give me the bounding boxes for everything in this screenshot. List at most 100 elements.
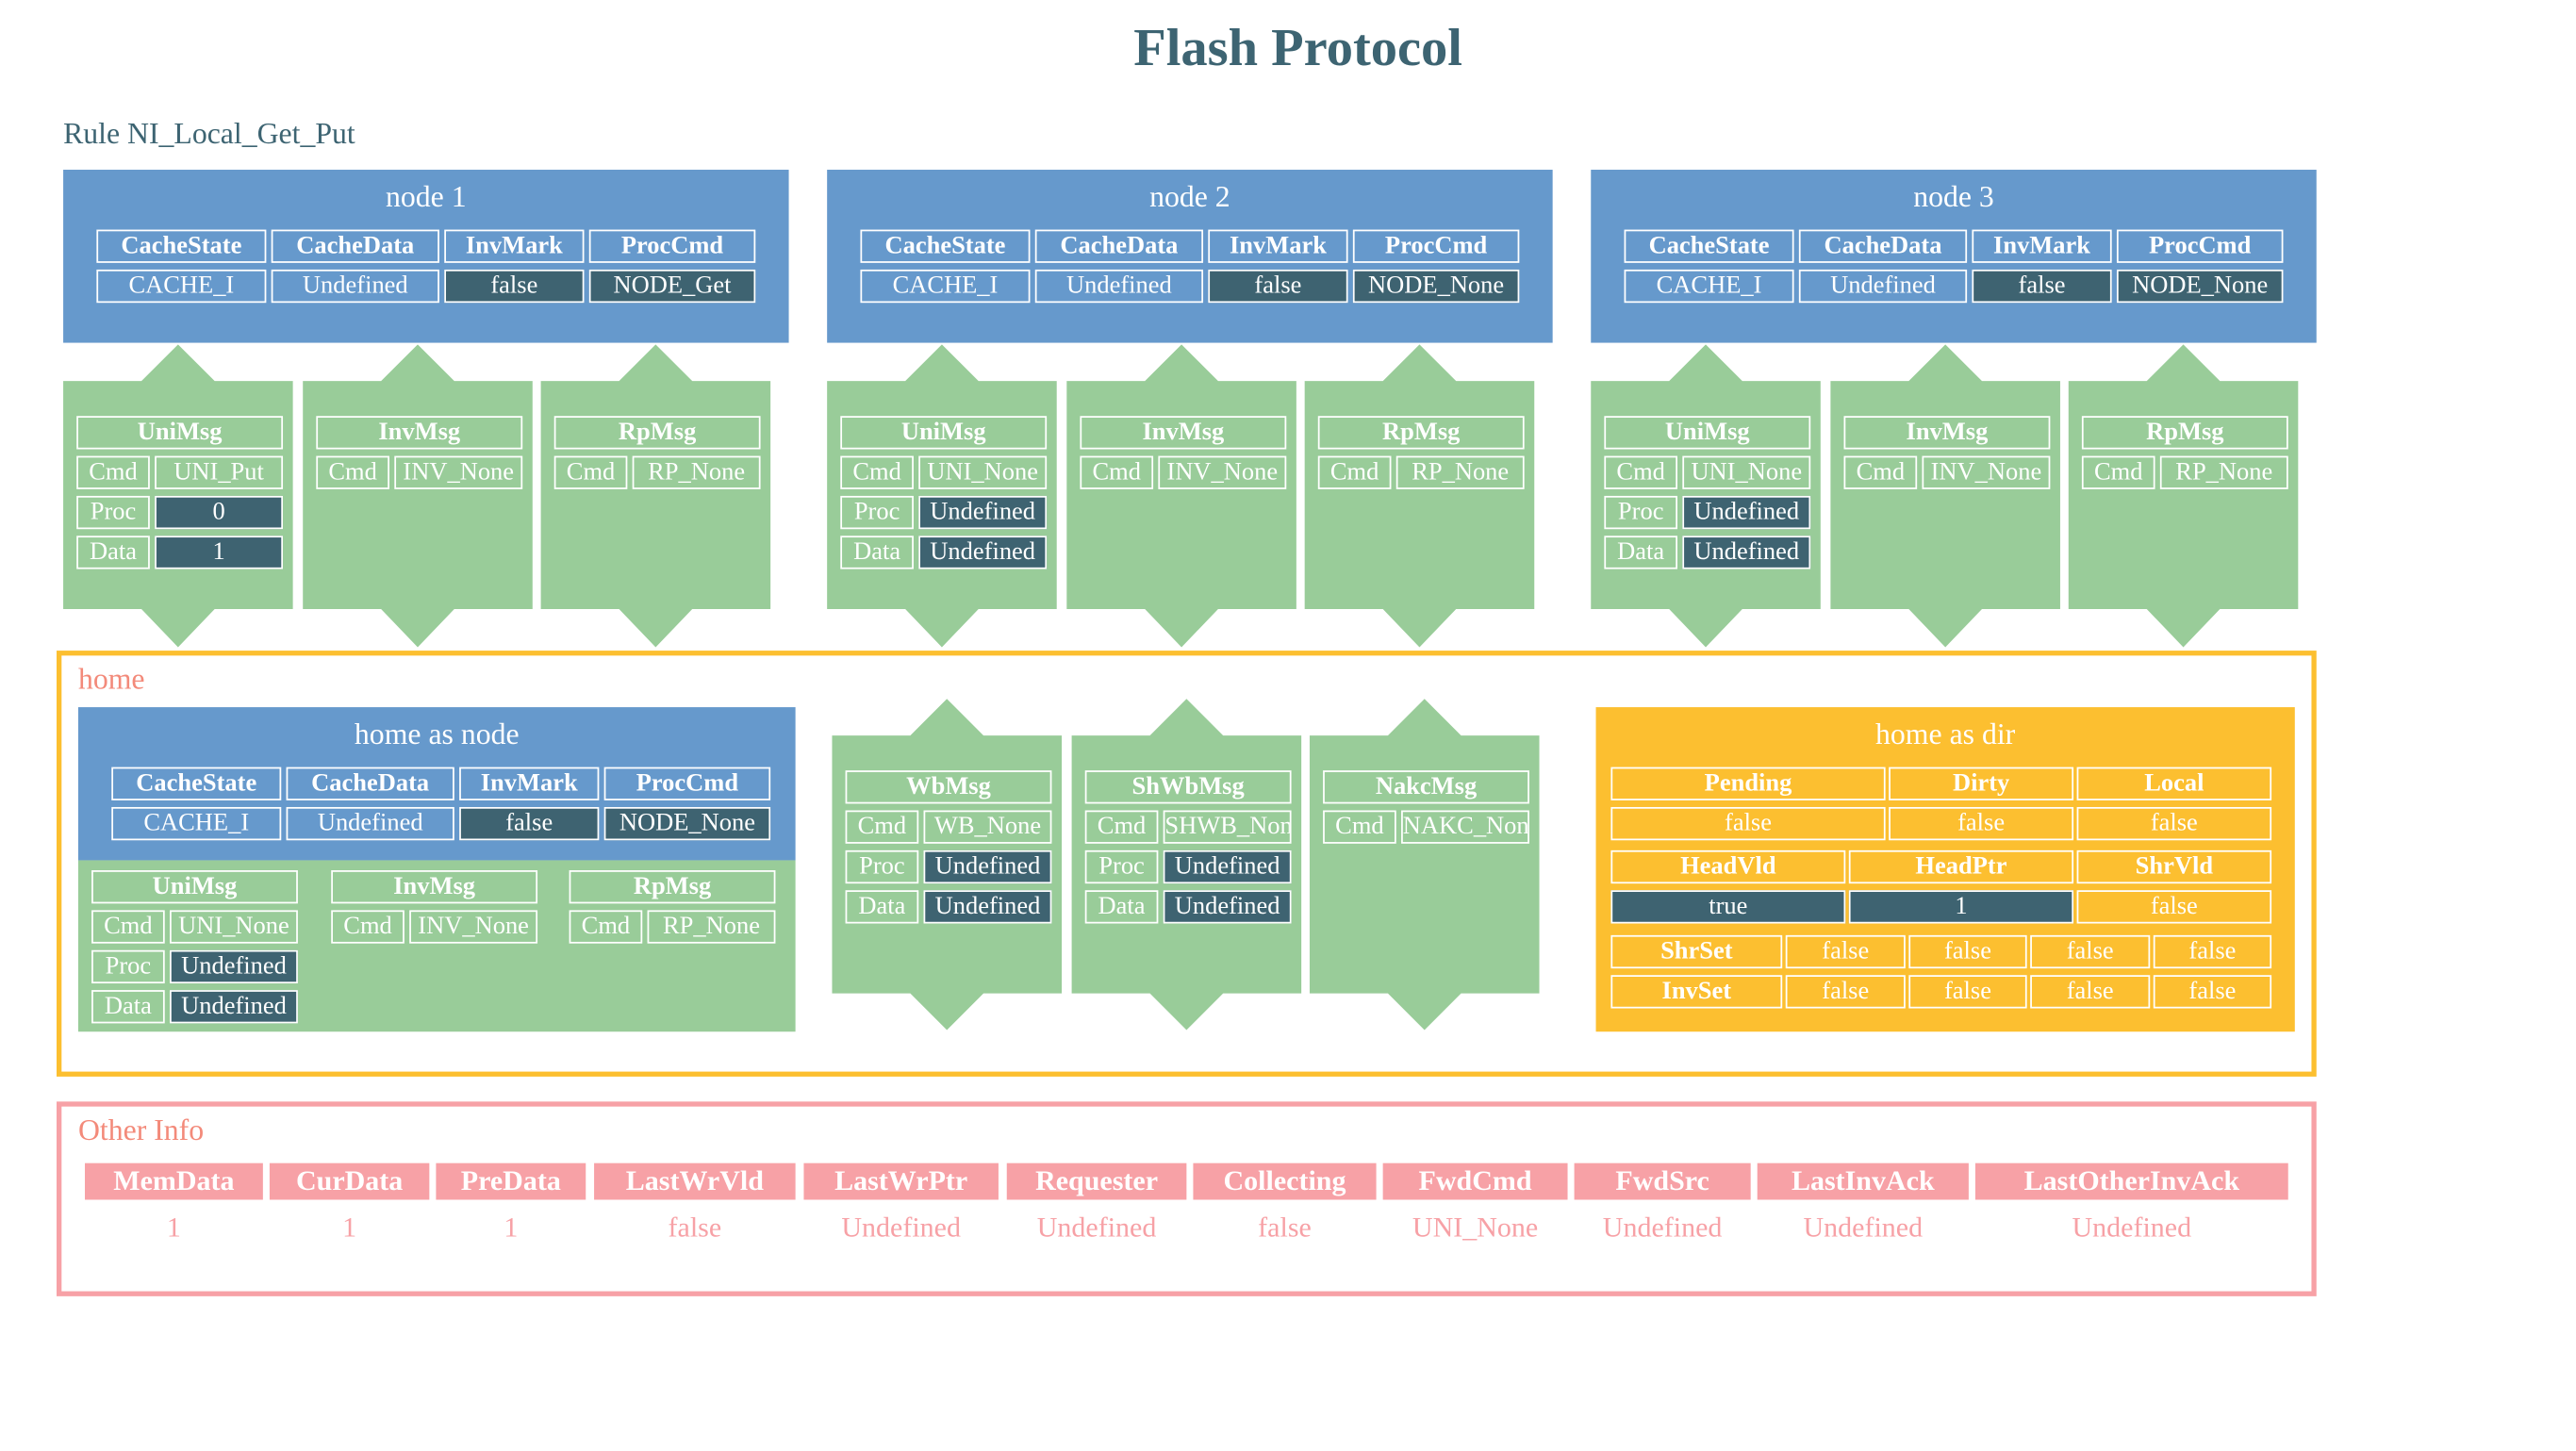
node-1-rpmsg-panel-shape — [540, 344, 771, 648]
node-1-unimsg-title: UniMsg — [76, 416, 284, 450]
node-2-cache-header-proccmd: ProcCmd — [1352, 229, 1520, 263]
node-2-cache-value-invmark: false — [1208, 269, 1348, 304]
home-label: home — [77, 662, 145, 696]
node-2-rpmsg-cmd-label: Cmd — [1317, 455, 1392, 489]
node-3-cache-value-proccmd: NODE_None — [2116, 269, 2284, 304]
home-as-node-invmsg-title: InvMsg — [331, 870, 538, 904]
node-2-unimsg-data-value: Undefined — [918, 536, 1048, 569]
home-as-node-unimsg-cmd-value: UNI_None — [170, 910, 298, 944]
page-title: Flash Protocol — [1133, 16, 1462, 77]
node-1-unimsg-cmd-label: Cmd — [76, 455, 150, 489]
home-as-node-cache-header-proccmd: ProcCmd — [603, 767, 771, 800]
node-3-cache-value-cachestate: CACHE_I — [1624, 269, 1794, 304]
other-value-predata: 1 — [504, 1211, 519, 1244]
node-1-cache-header-proccmd: ProcCmd — [588, 229, 756, 263]
node-1-invmsg-cmd-label: Cmd — [316, 455, 389, 489]
other-header-curdata: CurData — [269, 1162, 430, 1200]
dir-shrset-value: false — [2153, 934, 2272, 969]
home-as-node-invmsg-cmd-label: Cmd — [331, 910, 405, 944]
rule-name: Rule NI_Local_Get_Put — [63, 116, 355, 150]
node-3-invmsg-panel-shape — [1830, 344, 2060, 648]
other-header-collecting: Collecting — [1193, 1162, 1377, 1200]
other-value-collecting: false — [1258, 1211, 1312, 1244]
node-2-rpmsg-cmd-value: RP_None — [1395, 455, 1525, 489]
dir-value-pending: false — [1610, 806, 1886, 841]
other-header-requester: Requester — [1006, 1162, 1187, 1200]
node-3-unimsg-cmd-label: Cmd — [1604, 455, 1678, 489]
node-3-cache-header-cachestate: CacheState — [1624, 229, 1794, 263]
node-1-invmsg-title: InvMsg — [316, 416, 523, 450]
node-3-invmsg-cmd-label: Cmd — [1843, 455, 1918, 489]
shwbmsg-title: ShWbMsg — [1084, 770, 1292, 804]
wbmsg-cmd-value: WB_None — [923, 810, 1052, 844]
node-2-rpmsg-title: RpMsg — [1317, 416, 1525, 450]
nakcmsg-panel-shape — [1309, 699, 1540, 1031]
dir-invset-value: false — [1908, 975, 2027, 1009]
node-2-title: node 2 — [1149, 179, 1230, 213]
node-2-cache-header-cachestate: CacheState — [860, 229, 1031, 263]
other-value-fwdsrc: Undefined — [1602, 1211, 1723, 1244]
nakcmsg-cmd-label: Cmd — [1323, 810, 1396, 844]
node-3-rpmsg-cmd-value: RP_None — [2159, 455, 2288, 489]
home-as-node-title: home as node — [354, 717, 520, 750]
node-2-cache-header-invmark: InvMark — [1208, 229, 1348, 263]
home-as-node-cache-value-invmark: false — [459, 806, 600, 841]
home-as-node-unimsg-proc-label: Proc — [91, 949, 165, 984]
other-value-memdata: 1 — [166, 1211, 181, 1244]
dir-header-local: Local — [2076, 767, 2272, 800]
other-info-section — [57, 1101, 2317, 1296]
other-header-memdata: MemData — [85, 1162, 263, 1200]
node-2-unimsg-title: UniMsg — [840, 416, 1048, 450]
home-as-node-rpmsg-cmd-value: RP_None — [647, 910, 776, 944]
dir-value-headvld: true — [1610, 890, 1846, 924]
node-3-title: node 3 — [1913, 179, 1994, 213]
node-1-unimsg-proc-label: Proc — [76, 495, 150, 530]
shwbmsg-proc-label: Proc — [1084, 849, 1159, 884]
nakcmsg-title: NakcMsg — [1323, 770, 1529, 804]
dir-value-dirty: false — [1889, 806, 2074, 841]
dir-header-headvld: HeadVld — [1610, 849, 1846, 884]
node-1-cache-value-proccmd: NODE_Get — [588, 269, 756, 304]
node-1-invmsg-panel-shape — [303, 344, 533, 648]
home-as-dir-title: home as dir — [1875, 717, 2016, 750]
node-2-invmsg-panel-shape — [1066, 344, 1296, 648]
node-3-unimsg-data-value: Undefined — [1682, 536, 1811, 569]
other-header-lastwrvld: LastWrVld — [594, 1162, 796, 1200]
home-as-node-cache-value-cachestate: CACHE_I — [111, 806, 282, 841]
node-2-unimsg-proc-value: Undefined — [918, 495, 1048, 530]
node-1-cache-header-cachedata: CacheData — [271, 229, 439, 263]
node-3-panel — [1591, 170, 2317, 343]
node-3-unimsg-proc-label: Proc — [1604, 495, 1678, 530]
node-2-cache-value-proccmd: NODE_None — [1352, 269, 1520, 304]
dir-header-dirty: Dirty — [1889, 767, 2074, 800]
node-1-panel — [63, 170, 789, 343]
wbmsg-cmd-label: Cmd — [845, 810, 919, 844]
node-3-cache-header-invmark: InvMark — [1972, 229, 2112, 263]
other-info-label: Other Info — [77, 1113, 205, 1147]
node-3-invmsg-cmd-value: INV_None — [1922, 455, 2051, 489]
node-2-unimsg-data-label: Data — [840, 536, 914, 569]
dir-value-headptr: 1 — [1848, 890, 2074, 924]
nakcmsg-cmd-value: NAKC_None — [1401, 810, 1529, 844]
home-as-node-cache-value-proccmd: NODE_None — [603, 806, 771, 841]
node-3-unimsg-title: UniMsg — [1604, 416, 1811, 450]
dir-invset-value: false — [2030, 975, 2151, 1009]
node-2-panel — [827, 170, 1553, 343]
other-value-curdata: 1 — [342, 1211, 357, 1244]
node-3-cache-value-invmark: false — [1972, 269, 2112, 304]
dir-header-pending: Pending — [1610, 767, 1886, 800]
home-as-node-cache-header-cachestate: CacheState — [111, 767, 282, 800]
home-as-node-unimsg-data-label: Data — [91, 990, 165, 1024]
dir-invset-label: InvSet — [1610, 975, 1783, 1009]
node-2-unimsg-proc-label: Proc — [840, 495, 914, 530]
node-3-rpmsg-panel-shape — [2068, 344, 2299, 648]
other-value-lastwrptr: Undefined — [841, 1211, 962, 1244]
wbmsg-proc-value: Undefined — [923, 849, 1052, 884]
node-2-invmsg-title: InvMsg — [1080, 416, 1287, 450]
dir-value-local: false — [2076, 806, 2272, 841]
